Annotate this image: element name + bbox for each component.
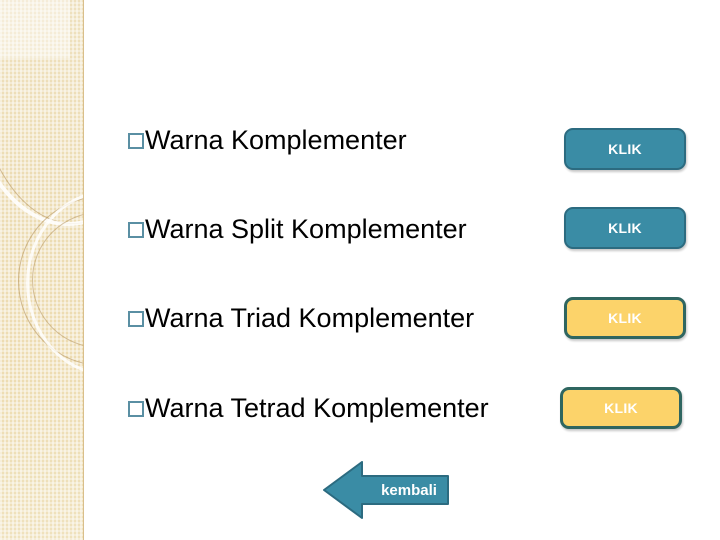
list-item-triad-komplementer: Warna Triad Komplementer [128,296,474,340]
list-item-label: Warna Tetrad Komplementer [145,392,489,423]
klik-button-split-komplementer[interactable]: KLIK [564,207,686,249]
list-item-komplementer: Warna Komplementer [128,118,407,162]
kembali-back-button[interactable]: kembali [322,461,450,519]
klik-button-label: KLIK [604,400,638,416]
box-bullet-icon [128,222,144,238]
list-item-label: Warna Split Komplementer [145,213,467,244]
arrow-left-icon [323,461,449,519]
box-bullet-icon [128,311,144,327]
klik-button-tetrad-komplementer[interactable]: KLIK [560,387,682,429]
list-item-tetrad-komplementer: Warna Tetrad Komplementer [128,386,489,430]
list-item-label: Warna Komplementer [145,124,407,155]
decorative-sidebar [0,0,84,540]
klik-button-triad-komplementer[interactable]: KLIK [564,297,686,339]
list-item-label: Warna Triad Komplementer [145,302,475,333]
klik-button-komplementer[interactable]: KLIK [564,128,686,170]
klik-button-label: KLIK [608,141,642,157]
box-bullet-icon [128,401,144,417]
box-bullet-icon [128,133,144,149]
klik-button-label: KLIK [608,310,642,326]
sidebar-right-edge [83,0,84,540]
list-item-split-komplementer: Warna Split Komplementer [128,207,467,251]
klik-button-label: KLIK [608,220,642,236]
sidebar-arc-light-top [0,0,84,226]
